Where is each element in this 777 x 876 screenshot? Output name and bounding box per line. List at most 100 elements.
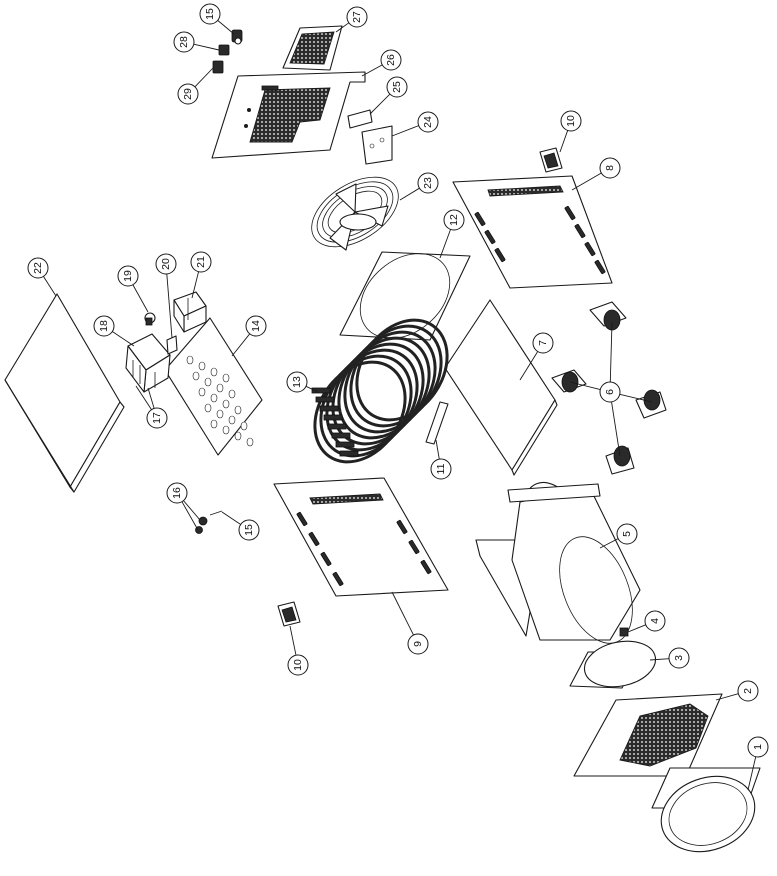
part-29-switch (212, 60, 224, 74)
mounting-hole (228, 415, 236, 425)
leader-line (305, 385, 319, 393)
coil-terminal (315, 396, 335, 403)
callout-number: 6 (604, 389, 616, 395)
callout-circle (166, 482, 188, 504)
part-6-castors (551, 301, 667, 475)
leader-lines (43, 20, 757, 791)
callout-14: 14 (245, 315, 267, 337)
vent-slot (420, 559, 432, 575)
callout-10: 10 (287, 654, 309, 676)
part-22-top-cover-panel (4, 293, 125, 493)
leader-line (391, 125, 419, 137)
part-20-bracket (166, 335, 178, 355)
leader-line (519, 351, 539, 381)
callout-number: 12 (448, 214, 460, 226)
mounting-hole (234, 431, 242, 441)
mounting-hole (192, 371, 200, 381)
callout-number: 3 (673, 655, 685, 661)
callout-9: 9 (407, 633, 429, 655)
coil-terminal (319, 405, 339, 412)
callout-circle (173, 31, 195, 53)
part-24-mounting-bracket (361, 125, 393, 165)
castor-wheel (635, 389, 667, 419)
callout-21: 21 (190, 251, 212, 273)
castor-wheel (589, 301, 627, 331)
mounting-hole (198, 387, 206, 397)
part-8-side-panel (452, 175, 613, 289)
leader-line (439, 229, 451, 259)
callout-24: 24 (417, 111, 439, 133)
part-10-handle-bottom (277, 601, 301, 627)
leader-line (289, 625, 297, 656)
part-18-contactor (125, 333, 171, 393)
part-1-outlet-collar (651, 767, 761, 853)
vent-slot (320, 551, 332, 567)
leader-line (191, 271, 200, 299)
mounting-hole (210, 419, 218, 429)
callout-number: 25 (391, 81, 403, 93)
part-26-control-panel (211, 71, 366, 159)
leader-line (361, 64, 383, 77)
coil-terminal (323, 414, 343, 421)
leader-line (231, 333, 251, 357)
callout-number: 8 (604, 165, 616, 171)
leader-line (619, 393, 653, 403)
mounting-hole (204, 403, 212, 413)
callout-circle (286, 371, 308, 393)
vent-slot (584, 241, 596, 257)
coil-loop (355, 318, 449, 422)
callout-circle (560, 110, 582, 132)
part-23-axial-fan (311, 176, 399, 251)
part-11-bracket (425, 401, 449, 445)
callout-28: 28 (173, 31, 195, 53)
leader-line (217, 20, 235, 35)
leader-line (183, 500, 201, 521)
callout-circle (599, 157, 621, 179)
callout-3: 3 (668, 647, 690, 669)
leader-line (135, 385, 152, 410)
callout-circle (199, 3, 221, 25)
leader-line (181, 501, 199, 531)
leader-line (335, 22, 350, 33)
callout-18: 18 (93, 315, 115, 337)
leader-line (611, 401, 621, 457)
leader-line (112, 331, 135, 347)
castor-wheel (551, 369, 587, 393)
callout-number: 20 (160, 258, 172, 270)
leader-line (569, 381, 601, 391)
callout-circle (737, 680, 759, 702)
callout-circle (532, 332, 554, 354)
mounting-hole (222, 399, 230, 409)
callout-circle (747, 736, 769, 758)
leader-line (599, 538, 619, 549)
mounting-hole (216, 409, 224, 419)
part-2-front-grille (573, 693, 723, 777)
callout-circle (417, 172, 439, 194)
callout-number: 19 (122, 270, 134, 282)
callout-29: 29 (177, 83, 199, 105)
callout-circle (407, 633, 429, 655)
callout-circle (417, 111, 439, 133)
callout-22: 22 (27, 257, 49, 279)
vent-slot (332, 571, 344, 587)
part-4-clip (619, 627, 629, 637)
callout-8: 8 (599, 157, 621, 179)
coil-terminal (339, 450, 359, 457)
callout-11: 11 (430, 458, 452, 480)
part-7-base-plate (444, 299, 558, 476)
leader-line (147, 387, 155, 409)
callout-7: 7 (532, 332, 554, 354)
callout-circle (443, 209, 465, 231)
callout-10: 10 (560, 110, 582, 132)
mounting-hole (216, 383, 224, 393)
callout-15: 15 (238, 519, 260, 541)
callout-1: 1 (747, 736, 769, 758)
leader-line (571, 172, 602, 191)
callout-circle (146, 407, 168, 429)
callout-5: 5 (616, 523, 638, 545)
vent-slot (594, 259, 606, 275)
callout-circle (155, 253, 177, 275)
callout-number: 1 (752, 744, 764, 750)
mounting-hole (204, 377, 212, 387)
